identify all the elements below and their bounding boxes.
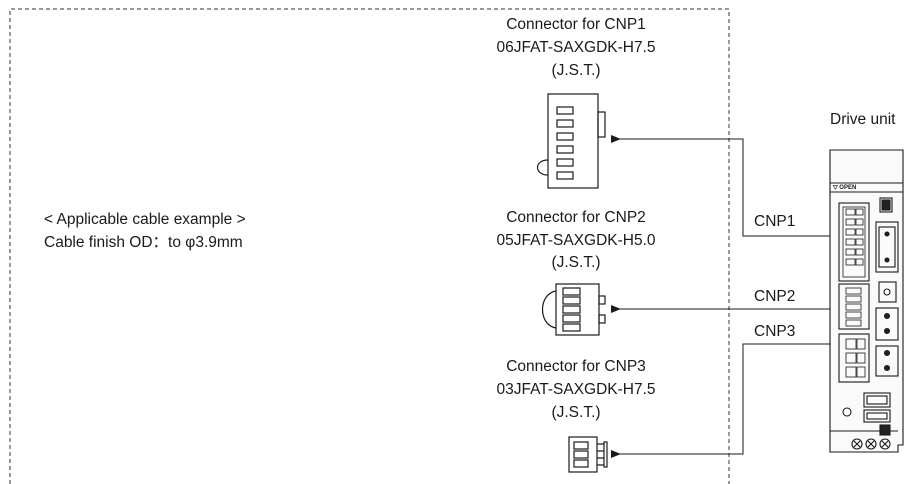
- port-label-cnp3: CNP3: [754, 323, 796, 340]
- port-label-cnp2: CNP2: [754, 288, 796, 305]
- open-label: ▽ OPEN: [833, 185, 857, 191]
- leader-lines: [611, 135, 839, 458]
- connector-cnp3-drawing: [568, 436, 608, 473]
- connector-maker: (J.S.T.): [551, 254, 601, 271]
- dashed-enclosure: [9, 8, 730, 484]
- connector-part-number: 05JFAT-SAXGDK-H5.0: [496, 232, 656, 249]
- port-label-cnp1: CNP1: [754, 213, 796, 230]
- connector-title: Connector for CNP2: [506, 209, 646, 226]
- drive-unit-drawing: [829, 149, 904, 453]
- leader-cnp3: [611, 343, 839, 458]
- connector-maker: (J.S.T.): [551, 62, 601, 79]
- cable-note-spec: Cable finish OD：to φ3.9mm: [44, 234, 243, 251]
- drive-unit-title: Drive unit: [830, 111, 896, 128]
- connector-cnp2-drawing: [542, 283, 606, 336]
- cable-note-heading: < Applicable cable example >: [44, 211, 246, 228]
- connector-title: Connector for CNP1: [506, 16, 646, 33]
- connector-title: Connector for CNP3: [506, 358, 646, 375]
- connector-maker: (J.S.T.): [551, 404, 601, 421]
- leader-cnp1: [611, 135, 839, 237]
- connector-part-number: 03JFAT-SAXGDK-H7.5: [496, 381, 656, 398]
- connector-part-number: 06JFAT-SAXGDK-H7.5: [496, 39, 656, 56]
- connector-cnp1-drawing: [536, 93, 606, 189]
